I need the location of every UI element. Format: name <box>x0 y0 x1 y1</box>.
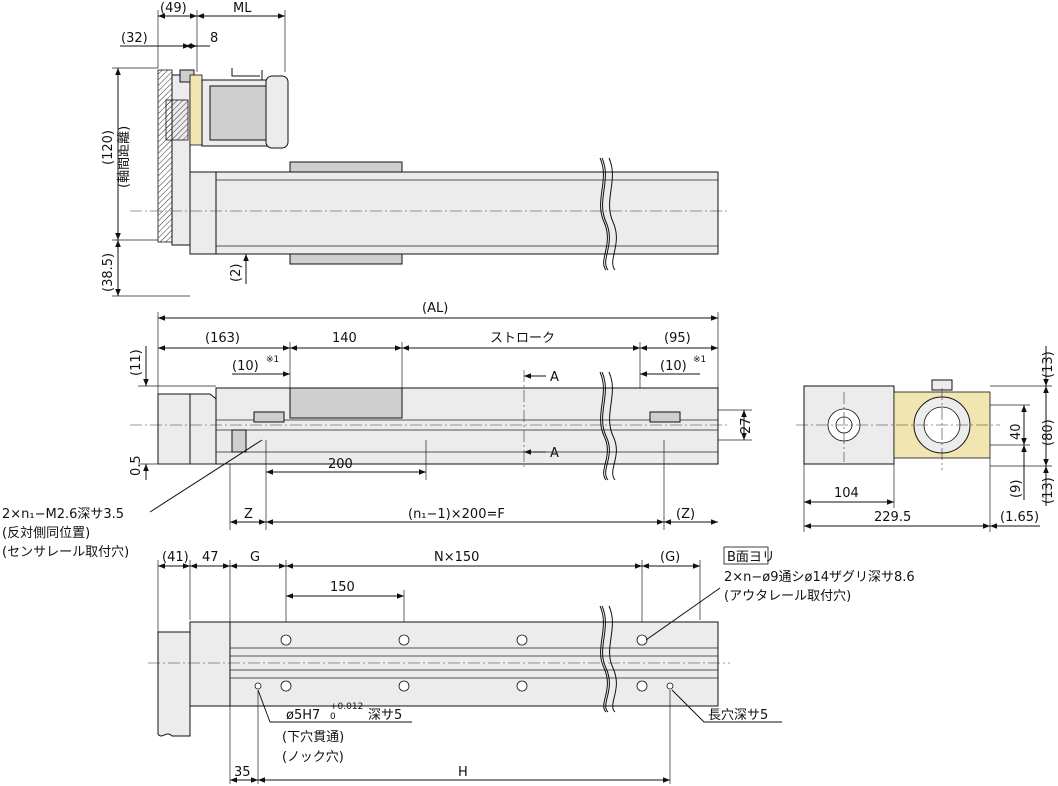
dim-axis-distance: (軸間距離) <box>117 126 132 188</box>
end-cap-left <box>189 171 217 255</box>
note-sensor-rail-thread: 2×n₁−M2.6深サ3.5 <box>2 507 124 522</box>
dim-g-left: G <box>250 550 260 565</box>
bottom-end-cap <box>189 621 231 707</box>
note-mark-right: ※1 <box>693 355 706 365</box>
dim-38-5: (38.5) <box>101 253 116 292</box>
dim-pitch-formula: (n₁−1)×200=F <box>408 507 505 522</box>
section-a-top: A <box>550 370 559 385</box>
actuator-body-top <box>215 171 719 255</box>
actuator-body-bottom <box>229 621 719 707</box>
section-a-bottom: A <box>550 446 559 461</box>
dim-104: 104 <box>834 486 859 501</box>
motor-mount-hatched <box>157 69 173 243</box>
dim-200: 200 <box>328 457 353 472</box>
dim-h: H <box>458 765 468 780</box>
note-outer-rail-holes: (アウタレール取付穴) <box>724 589 851 604</box>
dim-n150: N×150 <box>434 550 479 565</box>
slider-table <box>289 161 403 173</box>
dim-41: (41) <box>162 550 189 565</box>
b-face-box <box>723 546 769 565</box>
dim-stroke: ストローク <box>490 331 555 346</box>
dim-80: (80) <box>1041 419 1056 446</box>
dim-g-right: (G) <box>660 550 680 565</box>
dim-z-right: (Z) <box>676 507 695 522</box>
dim-13-top: (13) <box>1041 351 1056 378</box>
note-pin-depth: 深サ5 <box>368 708 402 723</box>
mount-holes <box>254 634 674 692</box>
dim-2: (2) <box>229 264 244 282</box>
dim-z-left: Z <box>244 507 253 522</box>
bottom-view: (41) 47 G N×150 (G) 150 B面ヨリ 2×n−ø9通シø14… <box>148 546 915 784</box>
note-slot-depth: 長穴深サ5 <box>708 708 768 723</box>
side-view: (13) (80) 40 (9) (13) 104 229.5 (1.65) <box>796 346 1056 532</box>
dim-8: 8 <box>210 31 218 46</box>
dim-49: (49) <box>160 1 187 16</box>
note-pin-tol-lower: 0 <box>330 712 336 722</box>
note-opposite-side: (反対側同位置) <box>2 526 90 541</box>
note-pin-through: (下穴貫通) <box>282 730 344 745</box>
dim-229-5: 229.5 <box>874 510 911 525</box>
dim-10-right: (10) <box>660 359 687 374</box>
dim-32: (32) <box>121 31 148 46</box>
dim-11: (11) <box>129 349 144 376</box>
dim-47: 47 <box>202 550 219 565</box>
dim-0-5: 0.5 <box>129 455 144 476</box>
dim-9: (9) <box>1009 480 1024 498</box>
b-face-label: B面ヨリ <box>727 550 775 565</box>
dim-1-65: (1.65) <box>1000 510 1039 525</box>
note-sensor-rail-holes: (センサレール取付穴) <box>2 545 129 560</box>
note-mark-left: ※1 <box>266 355 279 365</box>
dim-40: 40 <box>1009 423 1024 440</box>
dim-35: 35 <box>234 765 251 780</box>
dim-150: 150 <box>330 580 355 595</box>
note-outer-rail-holes-spec: 2×n−ø9通シø14ザグリ深サ8.6 <box>724 570 915 585</box>
dim-al: (AL) <box>422 301 448 316</box>
top-view: (49) ML (32) 8 (12 <box>101 1 730 297</box>
coupling-plate <box>189 74 203 146</box>
dim-ml: ML <box>233 1 252 16</box>
dim-13-bottom: (13) <box>1041 477 1056 504</box>
note-pin-hole: ø5H7 <box>286 708 320 723</box>
dim-140: 140 <box>332 331 357 346</box>
dim-120: (120) <box>101 130 116 165</box>
slider-front <box>289 387 403 419</box>
note-pin-tol-upper: +0.012 <box>330 702 363 712</box>
dim-27: 27 <box>739 417 754 434</box>
front-view: (AL) (163) 140 ストローク (95) (10) ※1 (10) ※… <box>2 301 754 560</box>
note-knock-hole: (ノック穴) <box>282 750 344 765</box>
dim-10-left: (10) <box>232 359 259 374</box>
front-motor-cap <box>157 393 191 465</box>
dim-163: (163) <box>205 331 240 346</box>
dim-95: (95) <box>664 331 691 346</box>
